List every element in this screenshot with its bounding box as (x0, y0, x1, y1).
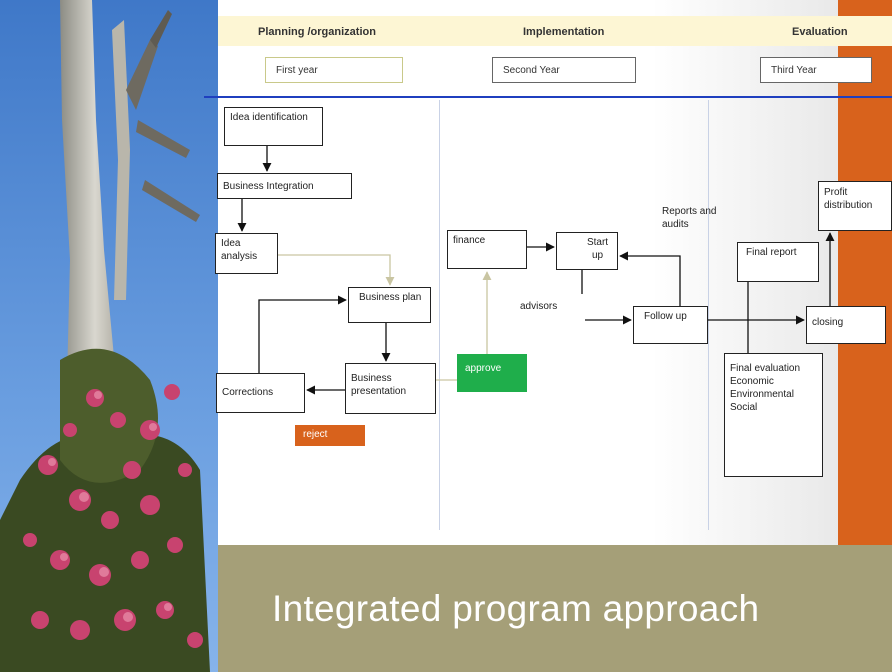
node-finance: finance (447, 230, 527, 269)
evaluation-accent-bar (838, 0, 892, 545)
horizontal-divider (204, 96, 892, 98)
node-follow-up: Follow up (633, 306, 708, 344)
advisors-label: advisors (520, 301, 558, 312)
year-first: First year (265, 57, 403, 83)
phase-header-band (218, 16, 892, 46)
node-final-report: Final report (737, 242, 819, 282)
node-idea-identification: Idea identification (224, 107, 323, 146)
node-business-plan: Business plan (348, 287, 431, 323)
title-footer (218, 545, 892, 672)
reports-audits-label: Reports and audits (662, 206, 717, 230)
node-final-evaluation: Final evaluation Economic Environmental … (724, 353, 823, 477)
column-divider-1 (439, 100, 440, 530)
node-business-presentation: Business presentation (345, 363, 436, 414)
phase-implementation: Implementation (523, 26, 605, 38)
phase-evaluation: Evaluation (792, 26, 848, 38)
approve-label: approve (457, 354, 527, 392)
year-third: Third Year (760, 57, 872, 83)
tree-flower-photo (0, 0, 218, 672)
node-idea-analysis: Idea analysis (215, 233, 278, 274)
node-business-integration: Business Integration (217, 173, 352, 199)
node-corrections: Corrections (216, 373, 305, 413)
column-divider-2 (708, 100, 709, 530)
node-closing: closing (806, 306, 886, 344)
slide-title: Integrated program approach (272, 588, 760, 629)
node-start-up: Start up (556, 232, 618, 270)
node-profit-distribution: Profit distribution (818, 181, 892, 231)
reject-label: reject (295, 425, 365, 446)
phase-planning: Planning /organization (258, 26, 376, 38)
year-second: Second Year (492, 57, 636, 83)
